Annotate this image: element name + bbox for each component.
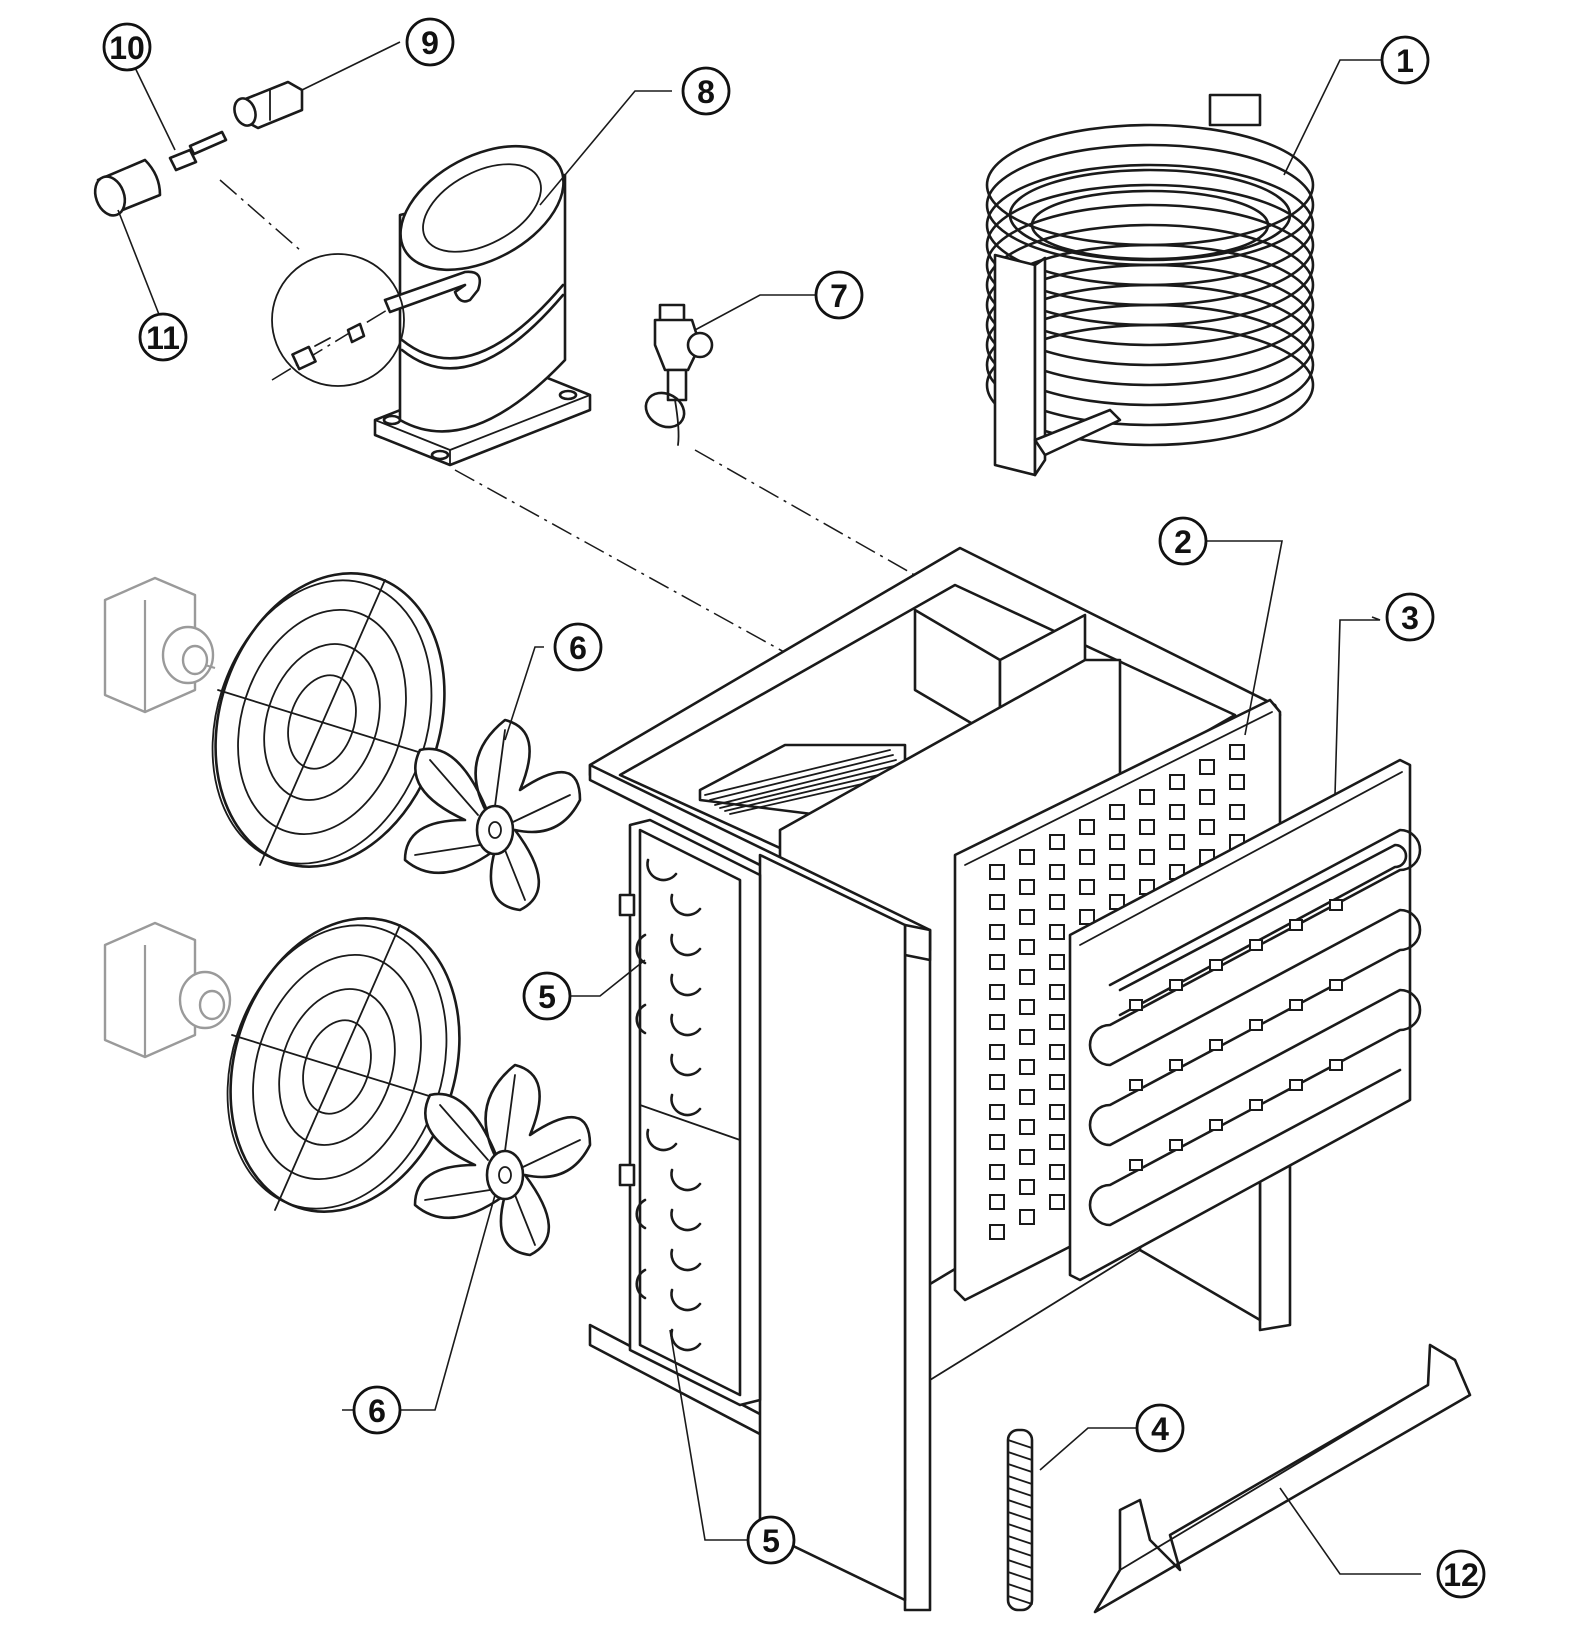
valve-cap xyxy=(93,158,162,217)
fan-guard-lower xyxy=(226,917,461,1213)
svg-text:5: 5 xyxy=(762,1523,780,1559)
fan-guard-upper xyxy=(211,572,446,868)
svg-text:1: 1 xyxy=(1396,43,1414,79)
expansion-valve xyxy=(644,303,714,446)
callout-6-upper: 6 xyxy=(553,622,603,672)
callout-8: 8 xyxy=(681,66,731,116)
callout-1: 1 xyxy=(1380,35,1430,85)
callout-10: 10 xyxy=(102,22,152,72)
spring xyxy=(1006,1428,1034,1612)
svg-text:11: 11 xyxy=(146,320,180,356)
callout-4: 4 xyxy=(1135,1403,1185,1453)
callout-12: 12 xyxy=(1436,1549,1486,1599)
svg-text:6: 6 xyxy=(368,1393,386,1429)
svg-text:8: 8 xyxy=(697,74,715,110)
callout-5-upper: 5 xyxy=(522,971,572,1021)
svg-text:9: 9 xyxy=(421,25,439,61)
fitting-detail xyxy=(271,253,405,387)
evaporator-coil xyxy=(985,93,1315,477)
fan-motor-lower xyxy=(103,921,232,1059)
svg-text:12: 12 xyxy=(1443,1557,1479,1593)
fan-motor-upper xyxy=(103,576,216,714)
valve-core xyxy=(168,130,228,172)
callout-2: 2 xyxy=(1158,516,1208,566)
fan-blade-lower xyxy=(413,1063,592,1257)
callout-3: 3 xyxy=(1385,592,1435,642)
fitting-nut xyxy=(233,80,304,130)
svg-text:3: 3 xyxy=(1401,600,1419,636)
callout-9: 9 xyxy=(405,17,455,67)
svg-text:2: 2 xyxy=(1174,524,1192,560)
svg-text:7: 7 xyxy=(830,278,848,314)
svg-text:4: 4 xyxy=(1151,1411,1169,1447)
callout-11: 11 xyxy=(138,312,188,362)
callout-6-lower: 6 xyxy=(352,1385,402,1435)
condenser-coil xyxy=(618,818,762,1407)
evaporator-plate xyxy=(1068,758,1422,1282)
leader-lines xyxy=(117,41,1421,1575)
fan-blade-upper xyxy=(403,718,582,912)
callout-7: 7 xyxy=(814,270,864,320)
callout-5-lower: 5 xyxy=(746,1515,796,1565)
compressor xyxy=(346,144,592,467)
mounting-bracket xyxy=(1093,1343,1472,1614)
svg-text:6: 6 xyxy=(569,630,587,666)
plate-dimples xyxy=(1129,899,1343,1171)
svg-text:5: 5 xyxy=(538,979,556,1015)
svg-text:10: 10 xyxy=(109,30,145,66)
grid-cells xyxy=(989,744,1245,1240)
